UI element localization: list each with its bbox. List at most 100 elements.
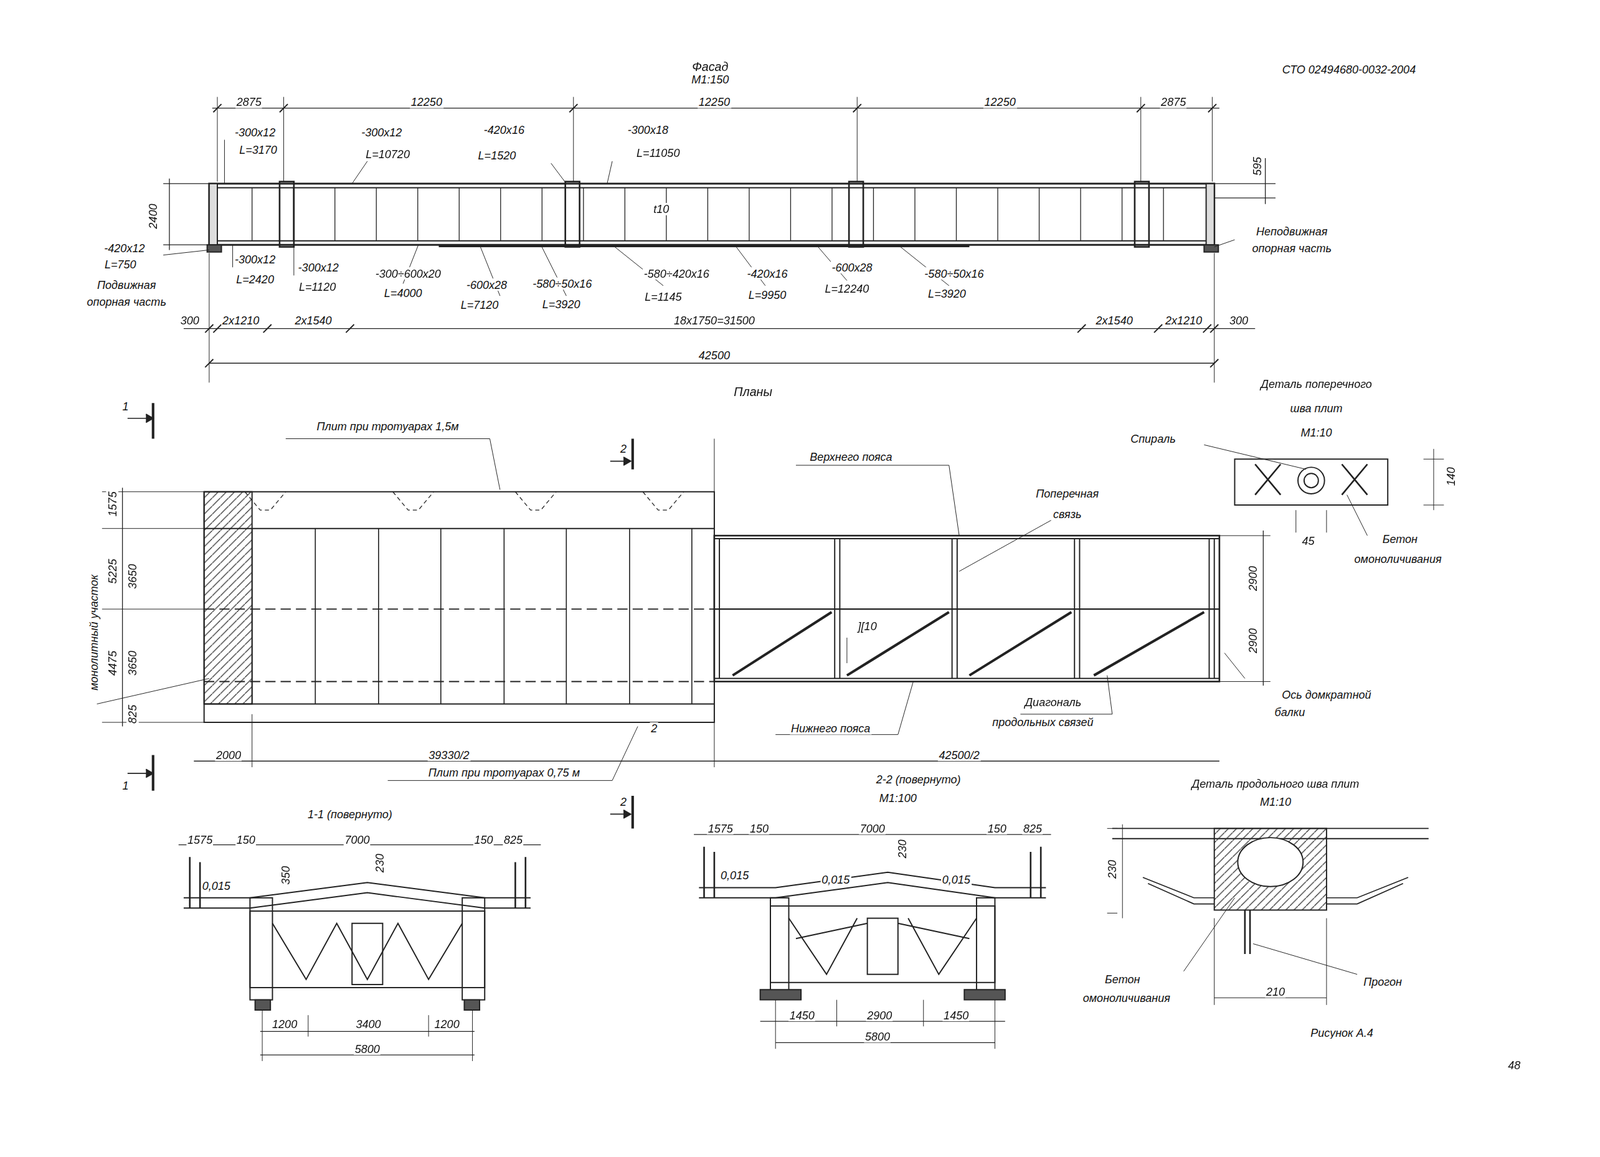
drawing-label: 0,015: [201, 879, 232, 892]
drawing-line: [565, 528, 567, 705]
drawing-label: 825: [1022, 822, 1043, 835]
drawing-label: L=7120: [459, 298, 500, 312]
drawing-label: 2x1210: [1164, 314, 1203, 327]
drawing-label: шва плит: [1289, 401, 1344, 415]
drawing-label: 825: [126, 703, 139, 725]
section-2-2: [693, 834, 1051, 1049]
drawing-line: [1213, 538, 1216, 679]
drawing-line: [1154, 324, 1163, 333]
drawing-label: 1: [121, 779, 130, 793]
drawing-label: ][10: [856, 620, 878, 633]
drawing-label: 42500/2: [937, 749, 981, 762]
drawing-label: 0,015: [820, 873, 851, 886]
drawing-label: L=9950: [747, 288, 788, 302]
drawing-label: Деталь продольного шва плит: [1190, 777, 1361, 790]
drawing-line: [1078, 538, 1080, 679]
drawing-label: -420x12: [103, 241, 146, 255]
drawing-line: [1073, 538, 1075, 679]
drawing-line: [500, 187, 501, 241]
drawing-label: Ось домкратной: [1281, 688, 1373, 702]
drawing-label: 1450: [942, 1008, 970, 1022]
drawing-line: [629, 528, 631, 705]
drawing-label: 2900: [1246, 564, 1260, 592]
drawing-label: L=1120: [297, 280, 337, 293]
drawing-label: 2900: [866, 1008, 894, 1022]
drawing-line: [440, 528, 442, 705]
drawing-label: L=10720: [364, 147, 412, 161]
drawing-label: 150: [235, 833, 256, 846]
drawing-line: [833, 538, 836, 679]
drawing-label: Неподвижная: [1254, 225, 1329, 238]
drawing-label: 230: [895, 838, 909, 859]
drawing-label: L=12240: [823, 282, 871, 296]
drawing-label: Деталь поперечного: [1259, 377, 1374, 390]
drawing-line: [345, 324, 354, 333]
drawing-label: L=3920: [541, 297, 582, 311]
drawing-label: Плит при тротуарах 0,75 м: [427, 766, 582, 779]
drawing-label: 2x1210: [221, 314, 260, 327]
drawing-line: [569, 104, 578, 113]
drawing-label: Спираль: [1129, 432, 1178, 446]
drawing-label: 1-1 (повернуто): [306, 808, 393, 821]
drawing-label: 1575: [186, 833, 214, 846]
drawing-line: [1121, 187, 1123, 241]
drawing-label: 2: [650, 722, 659, 735]
drawing-line: [417, 187, 418, 241]
drawing-label: 12250: [697, 95, 731, 109]
drawing-label: 825: [502, 833, 524, 846]
drawing-line: [1136, 104, 1145, 113]
drawing-line: [334, 187, 336, 241]
drawing-label: 2: [619, 442, 628, 456]
drawing-label: Плит при тротуарах 1,5м: [315, 420, 461, 433]
drawing-line: [283, 97, 285, 182]
drawing-label: 3650: [126, 649, 139, 677]
drawing-label: 2875: [235, 95, 263, 109]
drawing-line: [1208, 104, 1217, 113]
drawing-label: 140: [1444, 465, 1458, 487]
drawing-line: [914, 187, 915, 241]
drawing-label: L=11050: [635, 146, 681, 160]
drawing-line: [503, 528, 506, 705]
drawing-line: [956, 187, 957, 241]
drawing-label: 350: [279, 865, 293, 886]
drawing-label: 210: [1264, 985, 1286, 999]
drawing-label: опорная часть: [85, 295, 168, 309]
drawing-label: 230: [373, 852, 387, 874]
drawing-line: [572, 97, 574, 182]
drawing-label: 45: [1301, 534, 1316, 547]
drawing-label: СТО 02494680-0032-2004: [1281, 63, 1417, 76]
drawing-label: t10: [652, 203, 671, 216]
longitudinal-seam-detail: [1107, 824, 1429, 1006]
drawing-label: М1:150: [690, 73, 730, 86]
drawing-line: [956, 538, 958, 679]
drawing-line: [251, 187, 253, 241]
drawing-line: [582, 187, 584, 241]
drawing-label: 150: [473, 833, 494, 846]
drawing-label: 2x1540: [1094, 314, 1134, 327]
drawing-label: омоноличивания: [1081, 991, 1171, 1004]
drawing-label: -420x16: [746, 267, 789, 280]
drawing-label: продольных связей: [991, 716, 1095, 729]
drawing-label: омоноличивания: [1353, 553, 1443, 566]
drawing-label: 2900: [1246, 627, 1260, 654]
drawing-label: 1200: [270, 1018, 298, 1031]
drawing-label: опорная часть: [1251, 241, 1333, 255]
drawing-label: -300x18: [626, 123, 669, 136]
drawing-label: 1200: [433, 1018, 461, 1031]
drawing-label: -300x12: [360, 126, 403, 139]
drawing-line: [838, 538, 841, 679]
drawing-label: 3400: [355, 1018, 382, 1031]
drawing-line: [213, 324, 222, 333]
drawing-label: 2400: [146, 203, 160, 230]
drawing-label: Бетон: [1103, 973, 1141, 986]
drawing-line: [691, 528, 693, 705]
drawing-line: [624, 187, 626, 241]
drawing-label: -300x12: [233, 252, 276, 266]
transverse-seam-detail: [1203, 444, 1444, 536]
drawing-line: [748, 187, 750, 241]
drawing-label: -600x28: [830, 260, 874, 274]
drawing-line: [1140, 97, 1141, 182]
drawing-label: L=2420: [235, 273, 276, 286]
drawing-label: Бетон: [1381, 532, 1419, 545]
